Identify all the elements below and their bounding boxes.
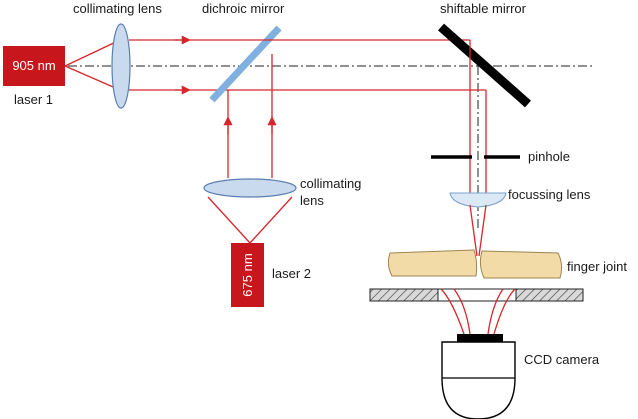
- focussing-lens: [449, 192, 507, 208]
- collimating-lens-side-label-line1: collimating: [300, 176, 361, 191]
- laser-2: 675 nm: [231, 243, 264, 307]
- ccd-camera-label: CCD camera: [524, 352, 600, 367]
- ccd-camera: [441, 334, 516, 419]
- laser-2-label: laser 2: [272, 266, 311, 281]
- finger-bone-left: [387, 249, 478, 277]
- finger-joint-label: finger joint: [567, 259, 627, 274]
- beam-converging: [469, 204, 487, 257]
- laser-2-divergence: [207, 196, 293, 244]
- collimating-lens-top-label: collimating lens: [73, 1, 162, 16]
- finger-joint: [387, 249, 563, 279]
- laser-1-label: laser 1: [14, 92, 53, 107]
- collimating-lens-side-label-line2: lens: [300, 193, 324, 208]
- laser-2-wavelength: 675 nm: [240, 253, 255, 296]
- dichroic-mirror-label: dichroic mirror: [202, 1, 285, 16]
- ccd-camera-body: [441, 341, 516, 419]
- laser-2-body: [231, 243, 264, 307]
- laser-1-wavelength: 905 nm: [12, 58, 55, 73]
- support-plate-window: [437, 288, 517, 302]
- laser-1-body: [3, 46, 65, 86]
- laser-1-divergence: [64, 39, 121, 91]
- pinhole-label: pinhole: [528, 149, 570, 164]
- dichroic-mirror: [209, 25, 282, 103]
- ccd-camera-lens-mount: [457, 334, 503, 342]
- scattered-light-outer: [440, 288, 516, 335]
- laser-1: 905 nm: [3, 46, 65, 86]
- shiftable-mirror: [438, 23, 531, 108]
- shiftable-mirror-label: shiftable mirror: [440, 1, 527, 16]
- collimating-lens-top: [111, 23, 131, 109]
- finger-bone-right: [479, 250, 563, 279]
- collimating-lens-side: [203, 178, 297, 198]
- scattered-light-inner: [453, 288, 504, 335]
- focussing-lens-label: focussing lens: [508, 187, 591, 202]
